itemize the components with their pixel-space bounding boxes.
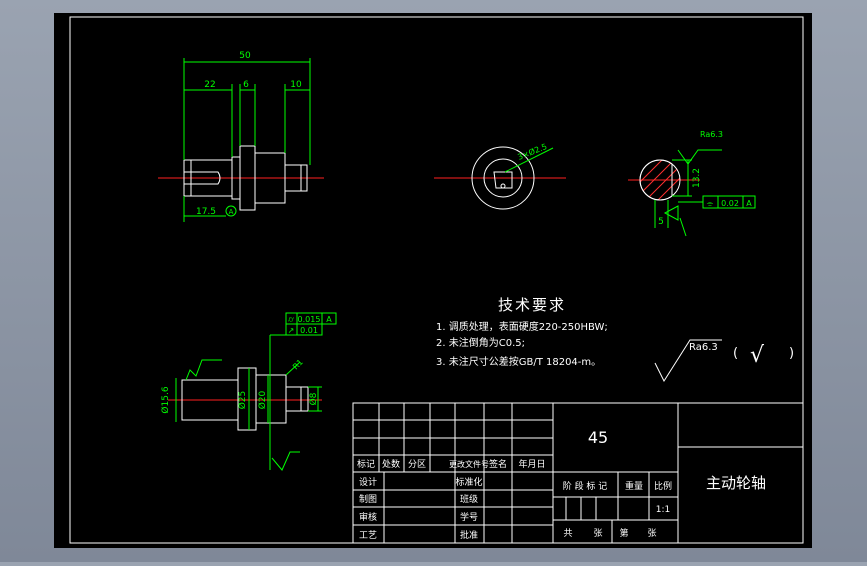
rev-header-count: 处数 <box>382 458 400 470</box>
section-roughness: Ra6.3 <box>700 130 723 139</box>
dim-width: 5 <box>658 217 664 227</box>
roughness-symbol <box>654 339 722 383</box>
scale-value: 1:1 <box>656 505 670 515</box>
datum-a-front: A <box>229 208 234 216</box>
dim-right: 10 <box>290 80 302 90</box>
dim-height: 13.2 <box>692 168 702 188</box>
part-name: 主动轮轴 <box>706 474 766 492</box>
label-approve: 批准 <box>460 529 478 541</box>
tol1-value: 0.015 <box>298 315 321 324</box>
dim-total: 50 <box>239 51 251 61</box>
label-process: 工艺 <box>359 530 377 541</box>
end-view-leader <box>504 147 554 173</box>
requirement-item-1: 1. 调质处理，表面硬度220-250HBW; <box>436 320 608 333</box>
label-no: 第 <box>619 527 628 539</box>
front-view <box>158 145 324 211</box>
requirement-item-2: 2. 未注倒角为C0.5; <box>436 336 525 349</box>
lower-view <box>168 367 322 431</box>
label-student-no: 学号 <box>460 511 478 523</box>
tolerance-datum: A <box>746 199 752 208</box>
rev-header-doc: 更改文件号 <box>449 459 489 469</box>
label-total: 共 <box>563 528 572 539</box>
section-dimensions <box>654 149 756 237</box>
dia-mid: Ø25 <box>237 391 248 410</box>
label-standardize: 标准化 <box>455 476 482 488</box>
drawing-background <box>54 13 812 548</box>
tol1-symbol: ⌭ <box>288 315 294 324</box>
label-sheet2: 张 <box>647 528 656 539</box>
label-sheet: 张 <box>593 528 602 539</box>
title-block <box>352 402 804 544</box>
dia-large: Ø20 <box>257 390 268 409</box>
label-draw: 制图 <box>359 493 377 505</box>
tol2-value: 0.01 <box>300 326 318 335</box>
roughness-paren-close: ) <box>789 346 794 361</box>
tolerance-value: 0.02 <box>721 199 739 208</box>
material-value: 45 <box>588 428 608 447</box>
label-grade: 班级 <box>460 493 478 505</box>
tol2-symbol: ↗ <box>288 326 295 335</box>
rev-header-sign: 签名 <box>489 458 507 470</box>
label-stage: 阶 段 标 记 <box>563 480 608 492</box>
label-scale: 比例 <box>654 480 672 492</box>
roughness-check: √ <box>750 343 765 368</box>
roughness-paren-open: ( <box>733 346 738 361</box>
label-weight: 重量 <box>625 480 643 492</box>
requirement-item-3: 3. 未注尺寸公差按GB/T 18204-m。 <box>436 355 601 368</box>
front-view-dimensions <box>183 58 311 222</box>
lower-view-dimensions <box>175 312 337 471</box>
rev-header-date: 年月日 <box>518 458 545 470</box>
rev-header-zone: 分区 <box>408 459 426 470</box>
dim-left: 22 <box>204 80 215 90</box>
dim-step: 6 <box>243 80 249 90</box>
dia-end: Ø8 <box>308 392 319 405</box>
tol1-datum: A <box>326 315 332 324</box>
dia-small: Ø15.6 <box>160 386 171 413</box>
requirements-title: 技术要求 <box>498 296 566 314</box>
rev-header-mark: 标记 <box>357 458 375 470</box>
label-check: 审核 <box>359 511 377 523</box>
end-view <box>434 146 566 210</box>
roughness-value: Ra6.3 <box>689 342 718 353</box>
label-design: 设计 <box>359 476 377 488</box>
dim-bottom: 17.5 <box>196 207 216 217</box>
tolerance-symbol: ⌯ <box>707 199 714 208</box>
